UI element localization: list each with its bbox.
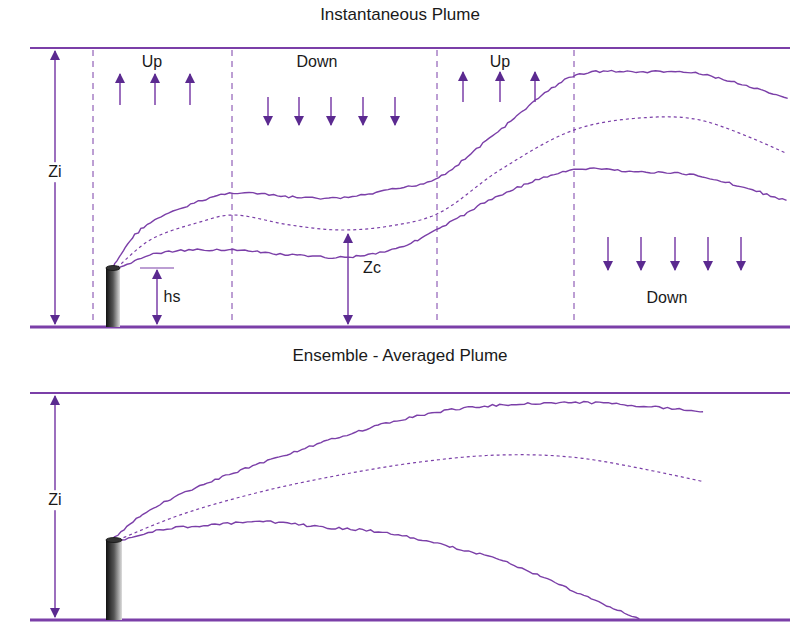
zc-arrow bbox=[347, 234, 349, 324]
updraft-arrows bbox=[120, 72, 535, 105]
downdraft-arrows bbox=[268, 97, 741, 270]
plume-edge bbox=[120, 168, 787, 267]
height-label: Zc bbox=[361, 258, 383, 278]
cell-dividers bbox=[93, 50, 574, 325]
stack-top bbox=[106, 266, 120, 271]
height-label: Zi bbox=[46, 162, 63, 182]
plume-centerline bbox=[118, 455, 704, 540]
zi-arrow bbox=[54, 51, 56, 324]
plume-edge bbox=[113, 70, 788, 268]
draft-label: Up bbox=[488, 52, 512, 72]
height-label: Zi bbox=[46, 490, 63, 510]
stack-top bbox=[106, 538, 122, 543]
height-label: hs bbox=[162, 287, 183, 307]
plume-centerline bbox=[117, 117, 787, 268]
inversion-line bbox=[30, 392, 790, 394]
panel-title: Ensemble - Averaged Plume bbox=[290, 346, 509, 367]
draft-label: Down bbox=[645, 288, 690, 308]
draft-label: Down bbox=[295, 52, 340, 72]
ground-line bbox=[30, 326, 790, 329]
hs-tick bbox=[140, 267, 174, 268]
plume-edge bbox=[121, 521, 639, 619]
draft-label: Up bbox=[140, 52, 164, 72]
plume-edge bbox=[112, 402, 703, 541]
stack bbox=[106, 540, 122, 620]
hs-arrow bbox=[156, 270, 158, 324]
inversion-line bbox=[30, 47, 790, 49]
panel-title: Instantaneous Plume bbox=[318, 5, 482, 26]
ground-line bbox=[30, 619, 790, 622]
stack bbox=[106, 268, 120, 327]
